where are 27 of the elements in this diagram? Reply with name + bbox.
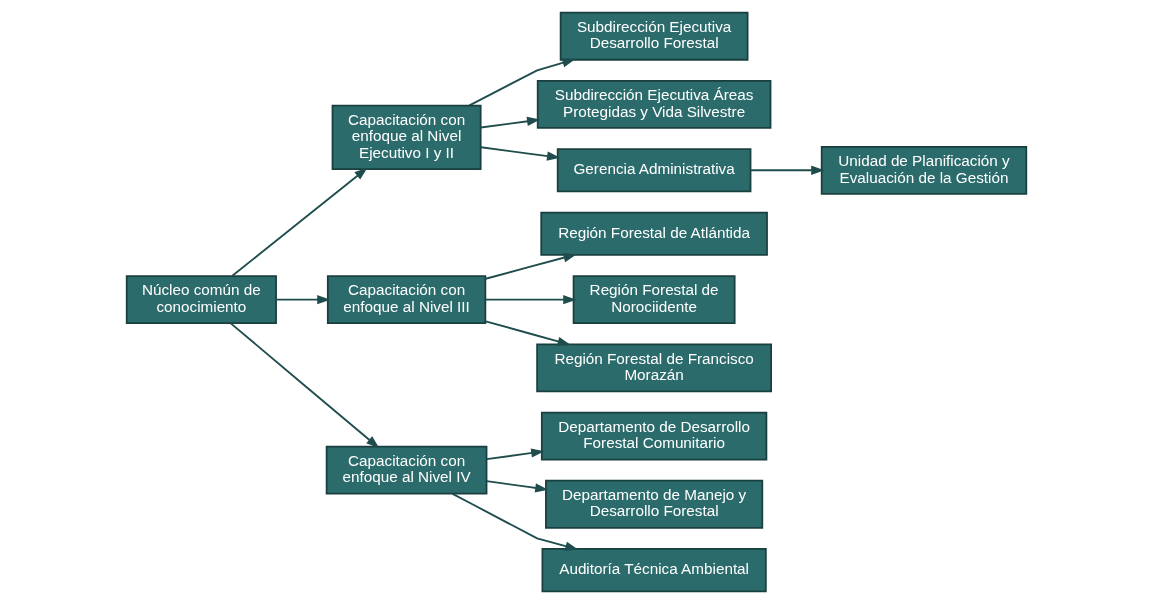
arrow (231, 167, 368, 277)
node-box: Unidad de Planificación y Evaluación de la Gestión (820, 145, 1028, 195)
arrow (480, 116, 541, 129)
arrow (485, 448, 545, 461)
node-box: Capacitación con enfoque al Nivel Ejecutivo I y II (331, 104, 482, 170)
node-box: Capacitación con enfoque al Nivel IV (325, 445, 488, 495)
node-box: Departamento de Manejo y Desarrollo Forestal (545, 479, 764, 529)
arrow (480, 146, 561, 161)
arrow (484, 295, 577, 305)
node-box: Auditoría Técnica Ambiental (541, 548, 767, 593)
arrow (749, 165, 825, 175)
arrow (229, 322, 380, 449)
arrow (468, 58, 576, 107)
node-box: Subdirección Ejecutiva Desarrollo Forestal (559, 11, 749, 61)
arrow (451, 492, 579, 551)
node-box: Núcleo común de conocimiento (125, 275, 277, 325)
node-box: Gerencia Administrativa (556, 148, 752, 193)
arrow (485, 480, 549, 493)
node-box: Subdirección Ejecutiva Áreas Protegidas y Vida Silvestre (536, 80, 772, 129)
node-box: Región Forestal de Atlántida (540, 211, 768, 256)
arrow (484, 253, 577, 280)
node-box: Capacitación con enfoque al Nivel III (326, 275, 487, 325)
arrow (275, 295, 331, 305)
node-box: Región Forestal de Norociidente (572, 275, 736, 325)
arrow (484, 320, 571, 346)
node-box: Región Forestal de Francisco Morazán (536, 343, 772, 393)
node-box: Departamento de Desarrollo Forestal Comunitario (540, 411, 768, 461)
